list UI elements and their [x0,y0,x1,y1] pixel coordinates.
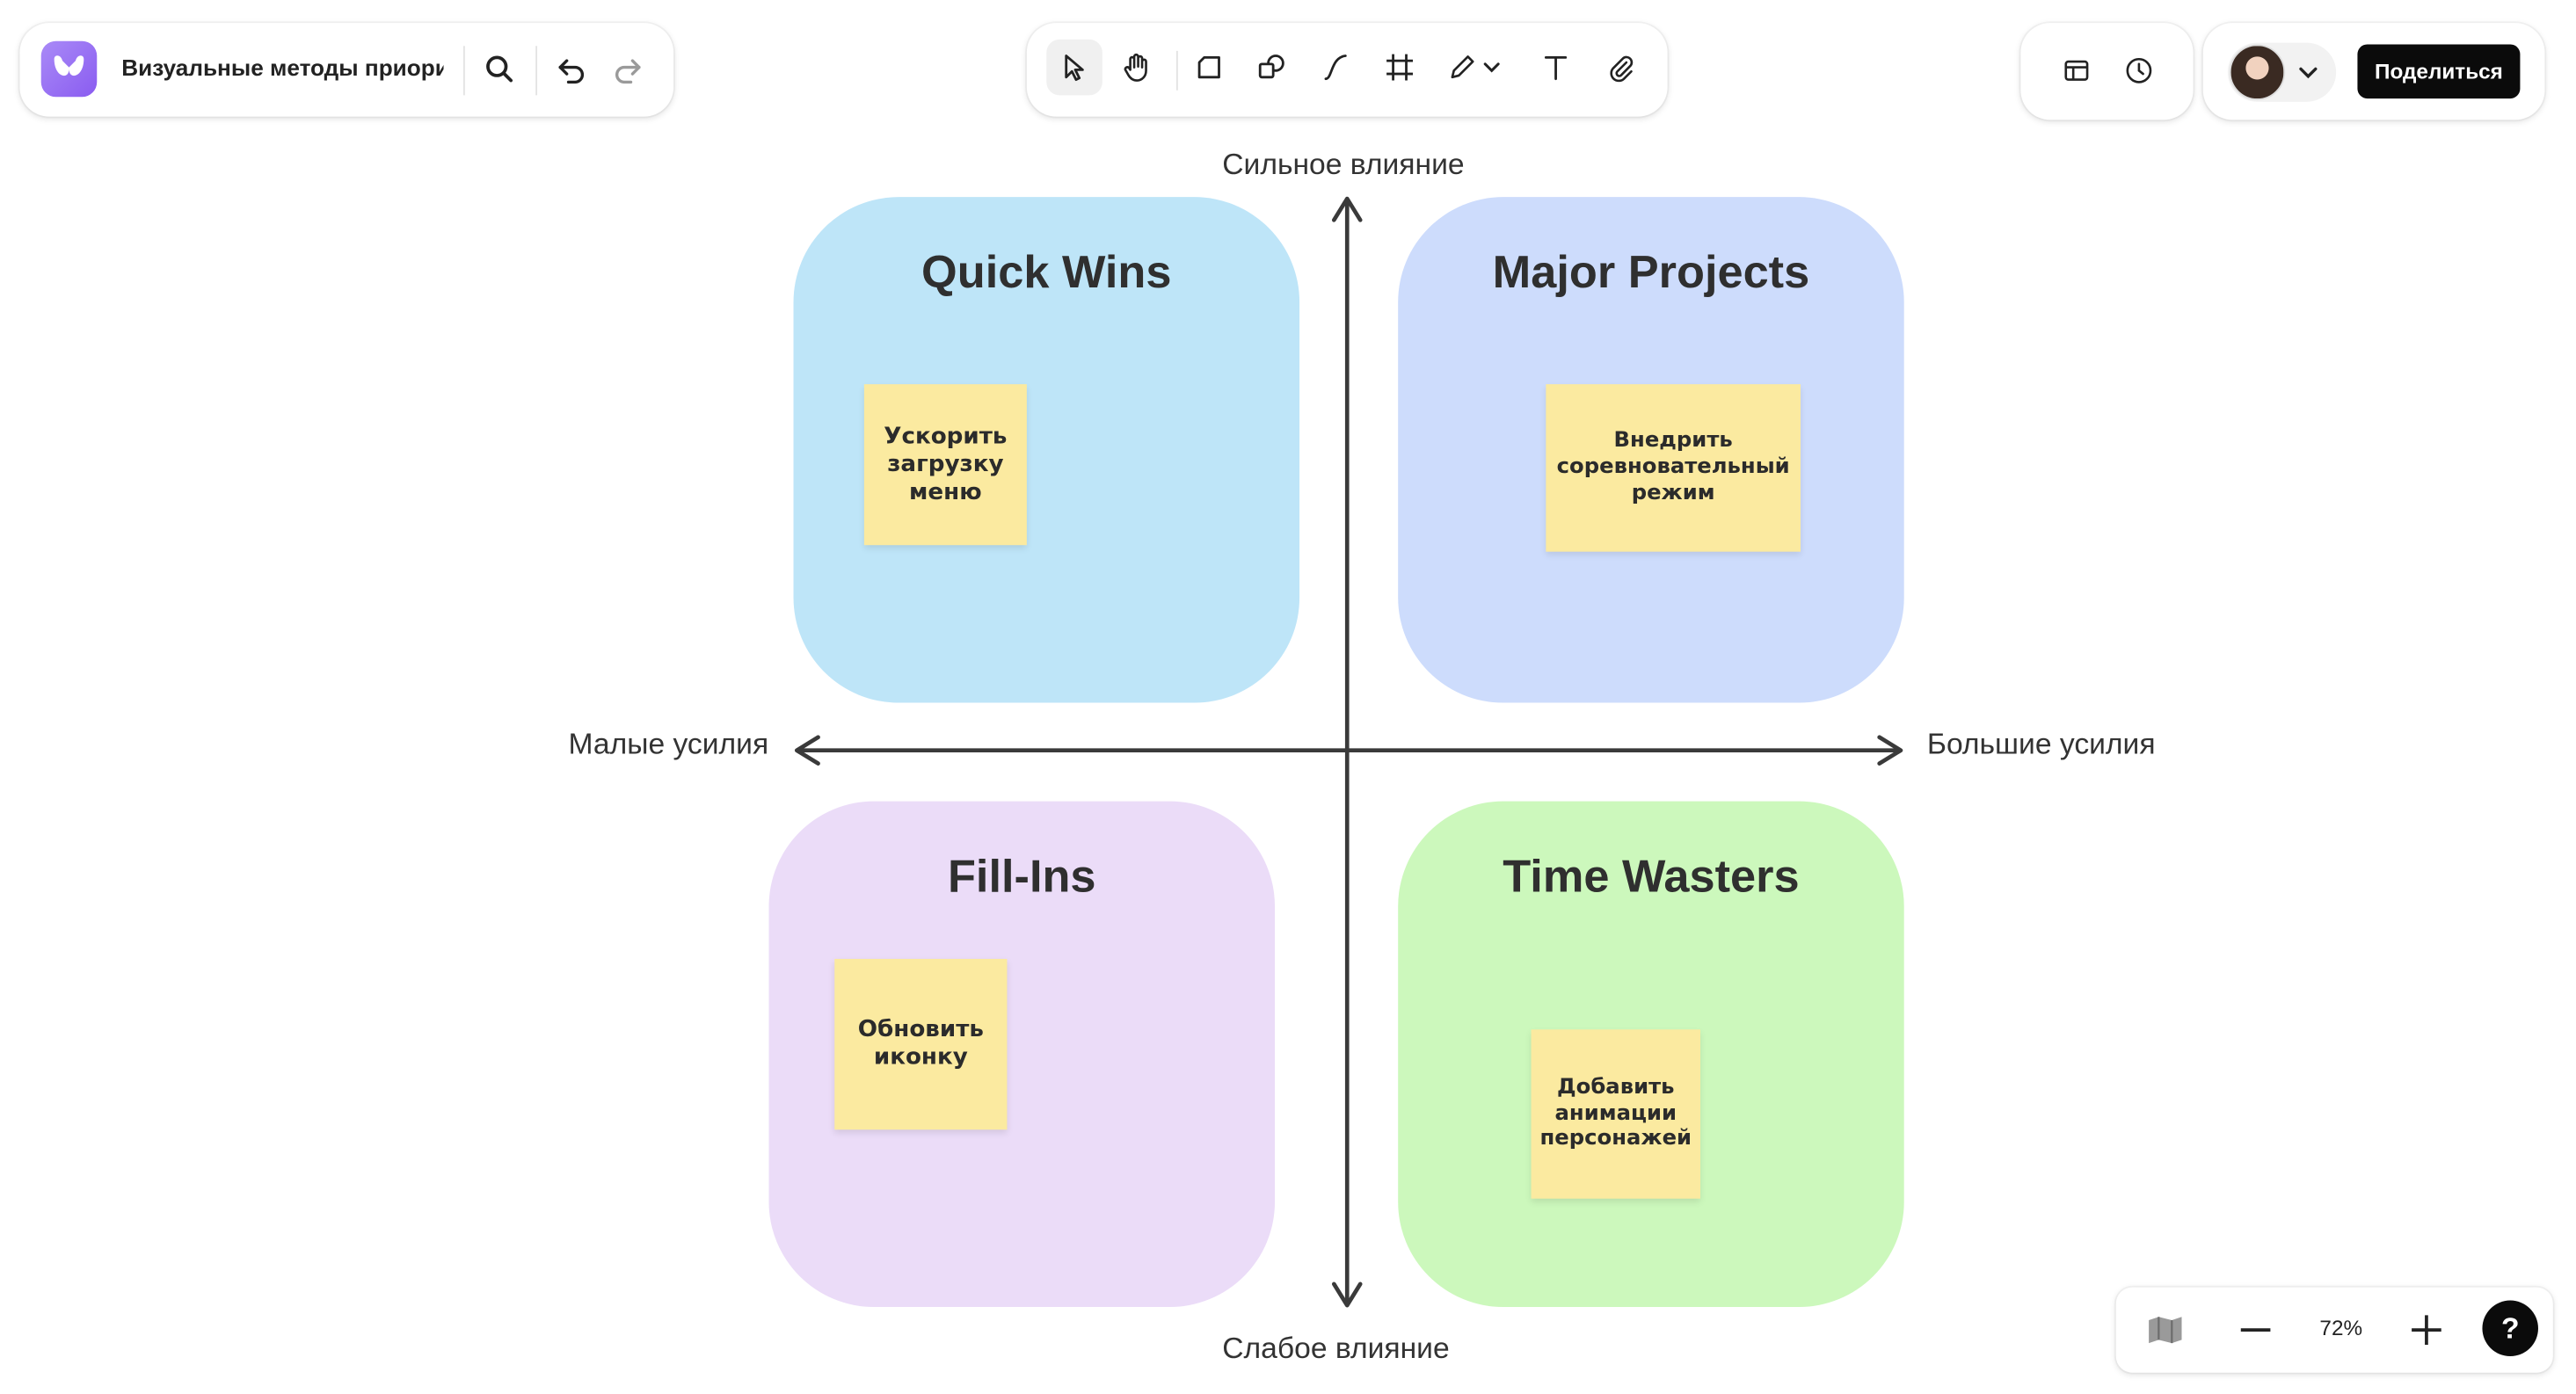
board-title[interactable]: Визуальные методы приоритизации [121,54,444,81]
divider [1175,50,1178,91]
tool-shapes[interactable] [1244,40,1300,96]
hand-icon [1124,53,1147,82]
minimap-button[interactable] [2137,1302,2194,1358]
tool-pen[interactable] [1441,40,1507,96]
quadrant-time-wasters[interactable]: Time Wasters Добавить анимации персонаже… [1398,801,1904,1308]
tool-select[interactable] [1046,39,1102,96]
tool-connector[interactable] [1307,40,1364,96]
share-button[interactable]: Поделиться [2357,44,2521,99]
quadrant-title: Major Projects [1492,246,1810,298]
quadrant-title: Quick Wins [921,246,1172,298]
quadrant-major-projects[interactable]: Major Projects Внедрить соревновательный… [1398,197,1904,703]
tool-frame[interactable] [1372,40,1428,96]
avatar [2229,44,2286,100]
user-menu[interactable] [2227,42,2337,102]
axis-label-bottom: Слабое влияние [1222,1332,1450,1365]
vertical-axis-arrow [1331,196,1363,1308]
app-logo[interactable] [40,40,98,98]
view-panel [2020,23,2194,120]
divider [535,46,538,96]
help-button[interactable]: ? [2482,1300,2538,1357]
layout-icon [2064,60,2089,81]
quadrant-title: Time Wasters [1503,850,1800,902]
search-icon [486,55,513,83]
sticky-note-icon [1197,55,1220,79]
sticky-note[interactable]: Обновить иконку [834,958,1008,1130]
clock-icon [2126,57,2152,83]
collab-panel: Поделиться [2202,23,2545,120]
tool-sticky-note[interactable] [1182,40,1238,96]
history-button[interactable] [2111,43,2167,99]
sticky-note[interactable]: Внедрить соревновательный режим [1546,384,1801,552]
minus-icon [2240,1328,2271,1332]
search-button[interactable] [471,41,528,98]
logo-icon [54,55,84,76]
map-icon [2149,1317,2182,1344]
tools-toolbar [1026,23,1668,117]
divider [462,46,465,96]
sticky-note[interactable]: Добавить анимации персонажей [1531,1029,1701,1199]
board-header-panel: Визуальные методы приоритизации [19,23,674,117]
zoom-panel: 72% ? [2115,1287,2553,1373]
frame-icon [1386,54,1413,81]
chevron-down-icon [2299,67,2318,79]
plus-icon [2412,1315,2441,1345]
zoom-in-button[interactable] [2398,1302,2455,1358]
paperclip-icon [1610,55,1634,83]
axis-label-top: Сильное влияние [1222,148,1465,181]
shapes-icon [1258,54,1284,79]
sticky-note[interactable]: Ускорить загрузку меню [863,384,1027,546]
cursor-icon [1065,54,1084,82]
text-icon [1544,55,1568,81]
quadrant-title: Fill-Ins [947,850,1096,902]
pen-icon [1450,55,1474,79]
tool-hand[interactable] [1109,40,1165,96]
help-icon: ? [2500,1311,2520,1345]
axis-label-left: Малые усилия [568,727,769,760]
connector-icon [1324,54,1347,81]
chevron-down-icon [1482,62,1499,73]
tool-text[interactable] [1528,40,1584,96]
undo-button[interactable] [544,41,600,98]
horizontal-axis-arrow [794,735,1903,766]
layout-button[interactable] [2048,43,2105,99]
tool-attach[interactable] [1594,40,1650,96]
redo-icon [615,59,641,84]
axis-label-right: Большие усилия [1926,727,2156,760]
zoom-out-button[interactable] [2228,1302,2284,1358]
quadrant-quick-wins[interactable]: Quick Wins Ускорить загрузку меню [793,197,1300,703]
undo-icon [558,59,585,84]
redo-button[interactable] [600,41,656,98]
quadrant-fill-ins[interactable]: Fill-Ins Обновить иконку [768,801,1276,1308]
zoom-level[interactable]: 72% [2319,1315,2363,1340]
